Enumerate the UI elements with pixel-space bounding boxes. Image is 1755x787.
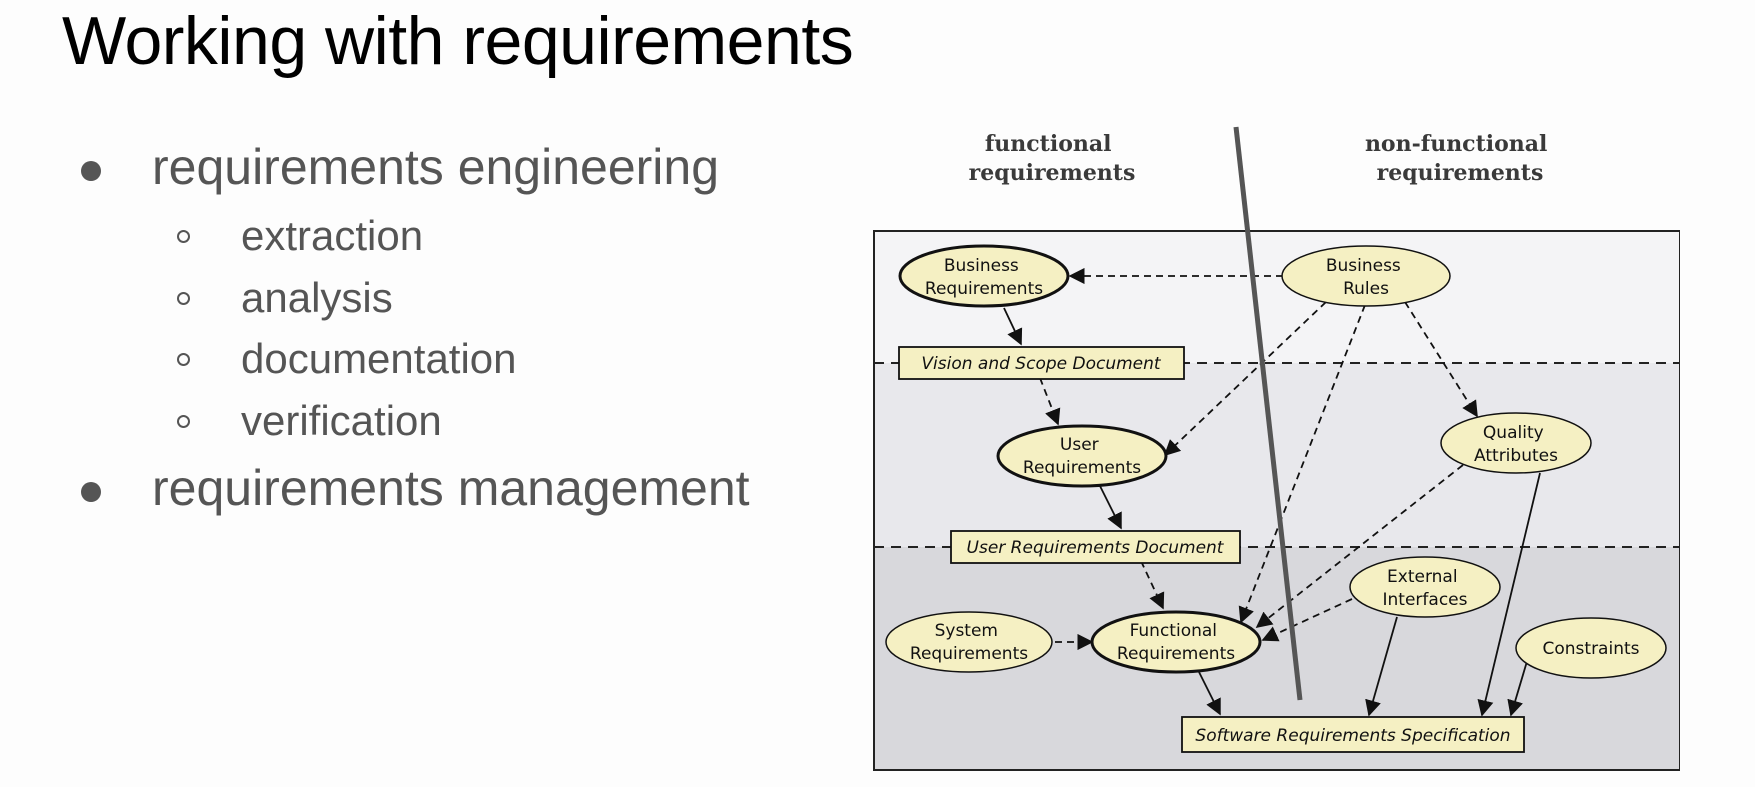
node-system-requirements: System Requirements [885,611,1053,673]
functional-divider-line [1233,126,1303,701]
sub-bullet-circle [177,292,190,305]
sub-bullet-verification: verification [241,397,442,444]
sub-bullet-analysis: analysis [241,274,393,321]
sub-bullet-circle [177,230,190,243]
node-constraints: Constraints [1515,617,1667,679]
arrow-rules-to-user-req [1163,301,1327,457]
svg-text:Business Requirements: Business Requirements [925,256,1043,299]
sub-bullet-circle [177,415,190,428]
svg-text:Functional Requirement: Functional Requirements [1117,621,1235,664]
node-business-requirements: Business Requirements [898,244,1070,308]
svg-text:Vision and Scope Document: Vision and Scope Document [921,354,1161,374]
arrow-user-req-to-user-doc [1099,485,1122,530]
sub-bullet-extraction: extraction [241,212,424,259]
node-quality-attributes: Quality Attributes [1440,412,1592,474]
diagram-frame [873,230,1680,771]
svg-text:User Requirements Document: User Requirements Document [967,538,1225,558]
arrow-external-to-srs [1365,616,1398,717]
slide-title: Working with requirements [62,3,854,79]
bullet-dot [81,482,101,502]
arrow-functional-to-srs [1198,671,1221,716]
svg-text:Constraints: Constraints [1543,639,1640,659]
svg-text:User Requirements: User Requirements [1023,435,1141,478]
requirements-diagram: functional requirements non-functional r… [873,126,1680,771]
node-external-interfaces: External Interfaces [1349,556,1501,618]
svg-text:System Requirements: System Requirements [910,621,1028,664]
svg-text:Software Requirements Specific: Software Requirements Specification [1195,726,1510,746]
arrow-user-doc-to-functional [1140,560,1165,610]
sub-bullet-documentation: documentation [241,335,517,382]
functional-heading: functional requirements [969,131,1136,186]
svg-text:Business Rules: Business Rules [1326,256,1406,299]
svg-text:External Interfaces: External Interfaces [1383,567,1468,610]
arrow-constraints-to-srs [1507,657,1529,717]
arrow-quality-to-srs [1477,472,1541,717]
arrow-rules-to-quality [1404,301,1478,418]
bullet-dot [81,161,101,181]
svg-text:Quality Attributes: Quality Attributes [1474,423,1558,466]
node-user-requirements: User Requirements [996,424,1168,488]
sub-bullet-circle [177,353,190,366]
bullet-requirements-engineering: requirements engineering [152,139,720,195]
arrow-external-to-functional [1261,598,1353,642]
node-business-rules: Business Rules [1281,245,1451,307]
doc-software-requirements-specification: Software Requirements Specification [1181,716,1525,753]
non-functional-heading: non-functional requirements [1365,131,1555,186]
arrow-vision-to-user-req [1039,377,1061,426]
node-functional-requirements: Functional Requirements [1090,610,1262,674]
bullet-requirements-management: requirements management [152,460,750,516]
arrow-rules-to-functional [1238,304,1366,624]
doc-user-requirements: User Requirements Document [950,530,1241,564]
doc-vision-and-scope: Vision and Scope Document [898,346,1185,380]
arrow-business-req-to-vision [1003,307,1023,346]
